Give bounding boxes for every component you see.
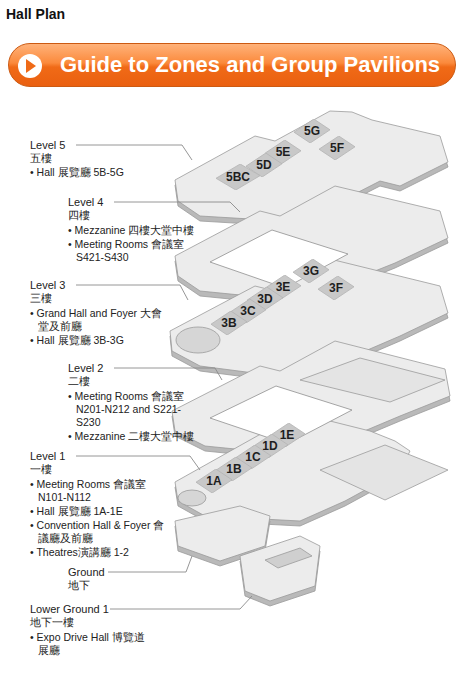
hall-code: 1B	[216, 462, 252, 476]
hall-code: 3F	[318, 281, 354, 295]
room-note: • Expo Drive Hall 博覽道展廳	[30, 631, 150, 657]
hall-zone: 5F	[319, 136, 355, 160]
level-label: Level 5	[30, 139, 65, 152]
level-label: 三樓	[30, 292, 52, 305]
hall-code: 3E	[265, 280, 301, 294]
hall-zone: 3G	[293, 259, 329, 283]
hall-zone: 5G	[294, 119, 330, 143]
hall-code: 3G	[293, 264, 329, 278]
hall-code: 3C	[230, 304, 266, 318]
hall-code: 5E	[265, 145, 301, 159]
level-label: Level 3	[30, 279, 65, 292]
room-note: • Hall 展覽廳 1A-1E	[30, 505, 173, 518]
room-note: • Meeting Rooms 會議室 S421-S430	[68, 238, 200, 264]
arrow-icon	[16, 52, 44, 80]
room-note: • Theatres演講廳 1-2	[30, 546, 173, 559]
level-label: Lower Ground 1	[30, 603, 109, 616]
hall-code: 3B	[211, 316, 247, 330]
room-note: • Meeting Rooms 會議室 N201-N212 and S221-S…	[68, 390, 194, 429]
guide-button: Guide to Zones and Group Pavilions	[8, 43, 456, 87]
hall-zone: 5BC	[216, 164, 260, 190]
hall-code: 3D	[247, 292, 283, 306]
room-note: • Mezzanine 四樓大堂中樓	[68, 224, 216, 237]
room-note: • Meeting Rooms 會議室 N101-N112	[30, 478, 160, 504]
room-note: • Convention Hall & Foyer 會議廳及前廳	[30, 519, 173, 545]
level-label: 一樓	[30, 463, 52, 476]
level-label: 二樓	[68, 375, 90, 388]
level-label: 四樓	[68, 209, 90, 222]
level-label: 地下一樓	[30, 616, 74, 629]
level-label: Level 4	[68, 196, 103, 209]
level-label: 地下	[68, 579, 90, 592]
level-label: Level 2	[68, 362, 103, 375]
hall-code: 1A	[196, 474, 232, 488]
page-title: Hall Plan	[6, 6, 65, 22]
level-label: Ground	[68, 566, 105, 579]
room-note: • Mezzanine 二樓大堂中樓	[68, 430, 216, 443]
hall-code: 5G	[294, 124, 330, 138]
room-note: • Hall 展覽廳 3B-3G	[30, 334, 173, 347]
hall-code: 5D	[246, 158, 282, 172]
hall-zone: 3F	[318, 276, 354, 300]
room-note: • Hall 展覽廳 5B-5G	[30, 166, 173, 179]
hall-code: 5F	[319, 141, 355, 155]
room-note: • Grand Hall and Foyer 大會堂及前廳	[30, 307, 164, 333]
level-label: 五樓	[30, 152, 52, 165]
hall-code: 1C	[235, 450, 271, 464]
hall-code: 5BC	[216, 170, 260, 184]
level-label: Level 1	[30, 450, 65, 463]
button-label: Guide to Zones and Group Pavilions	[60, 52, 440, 78]
